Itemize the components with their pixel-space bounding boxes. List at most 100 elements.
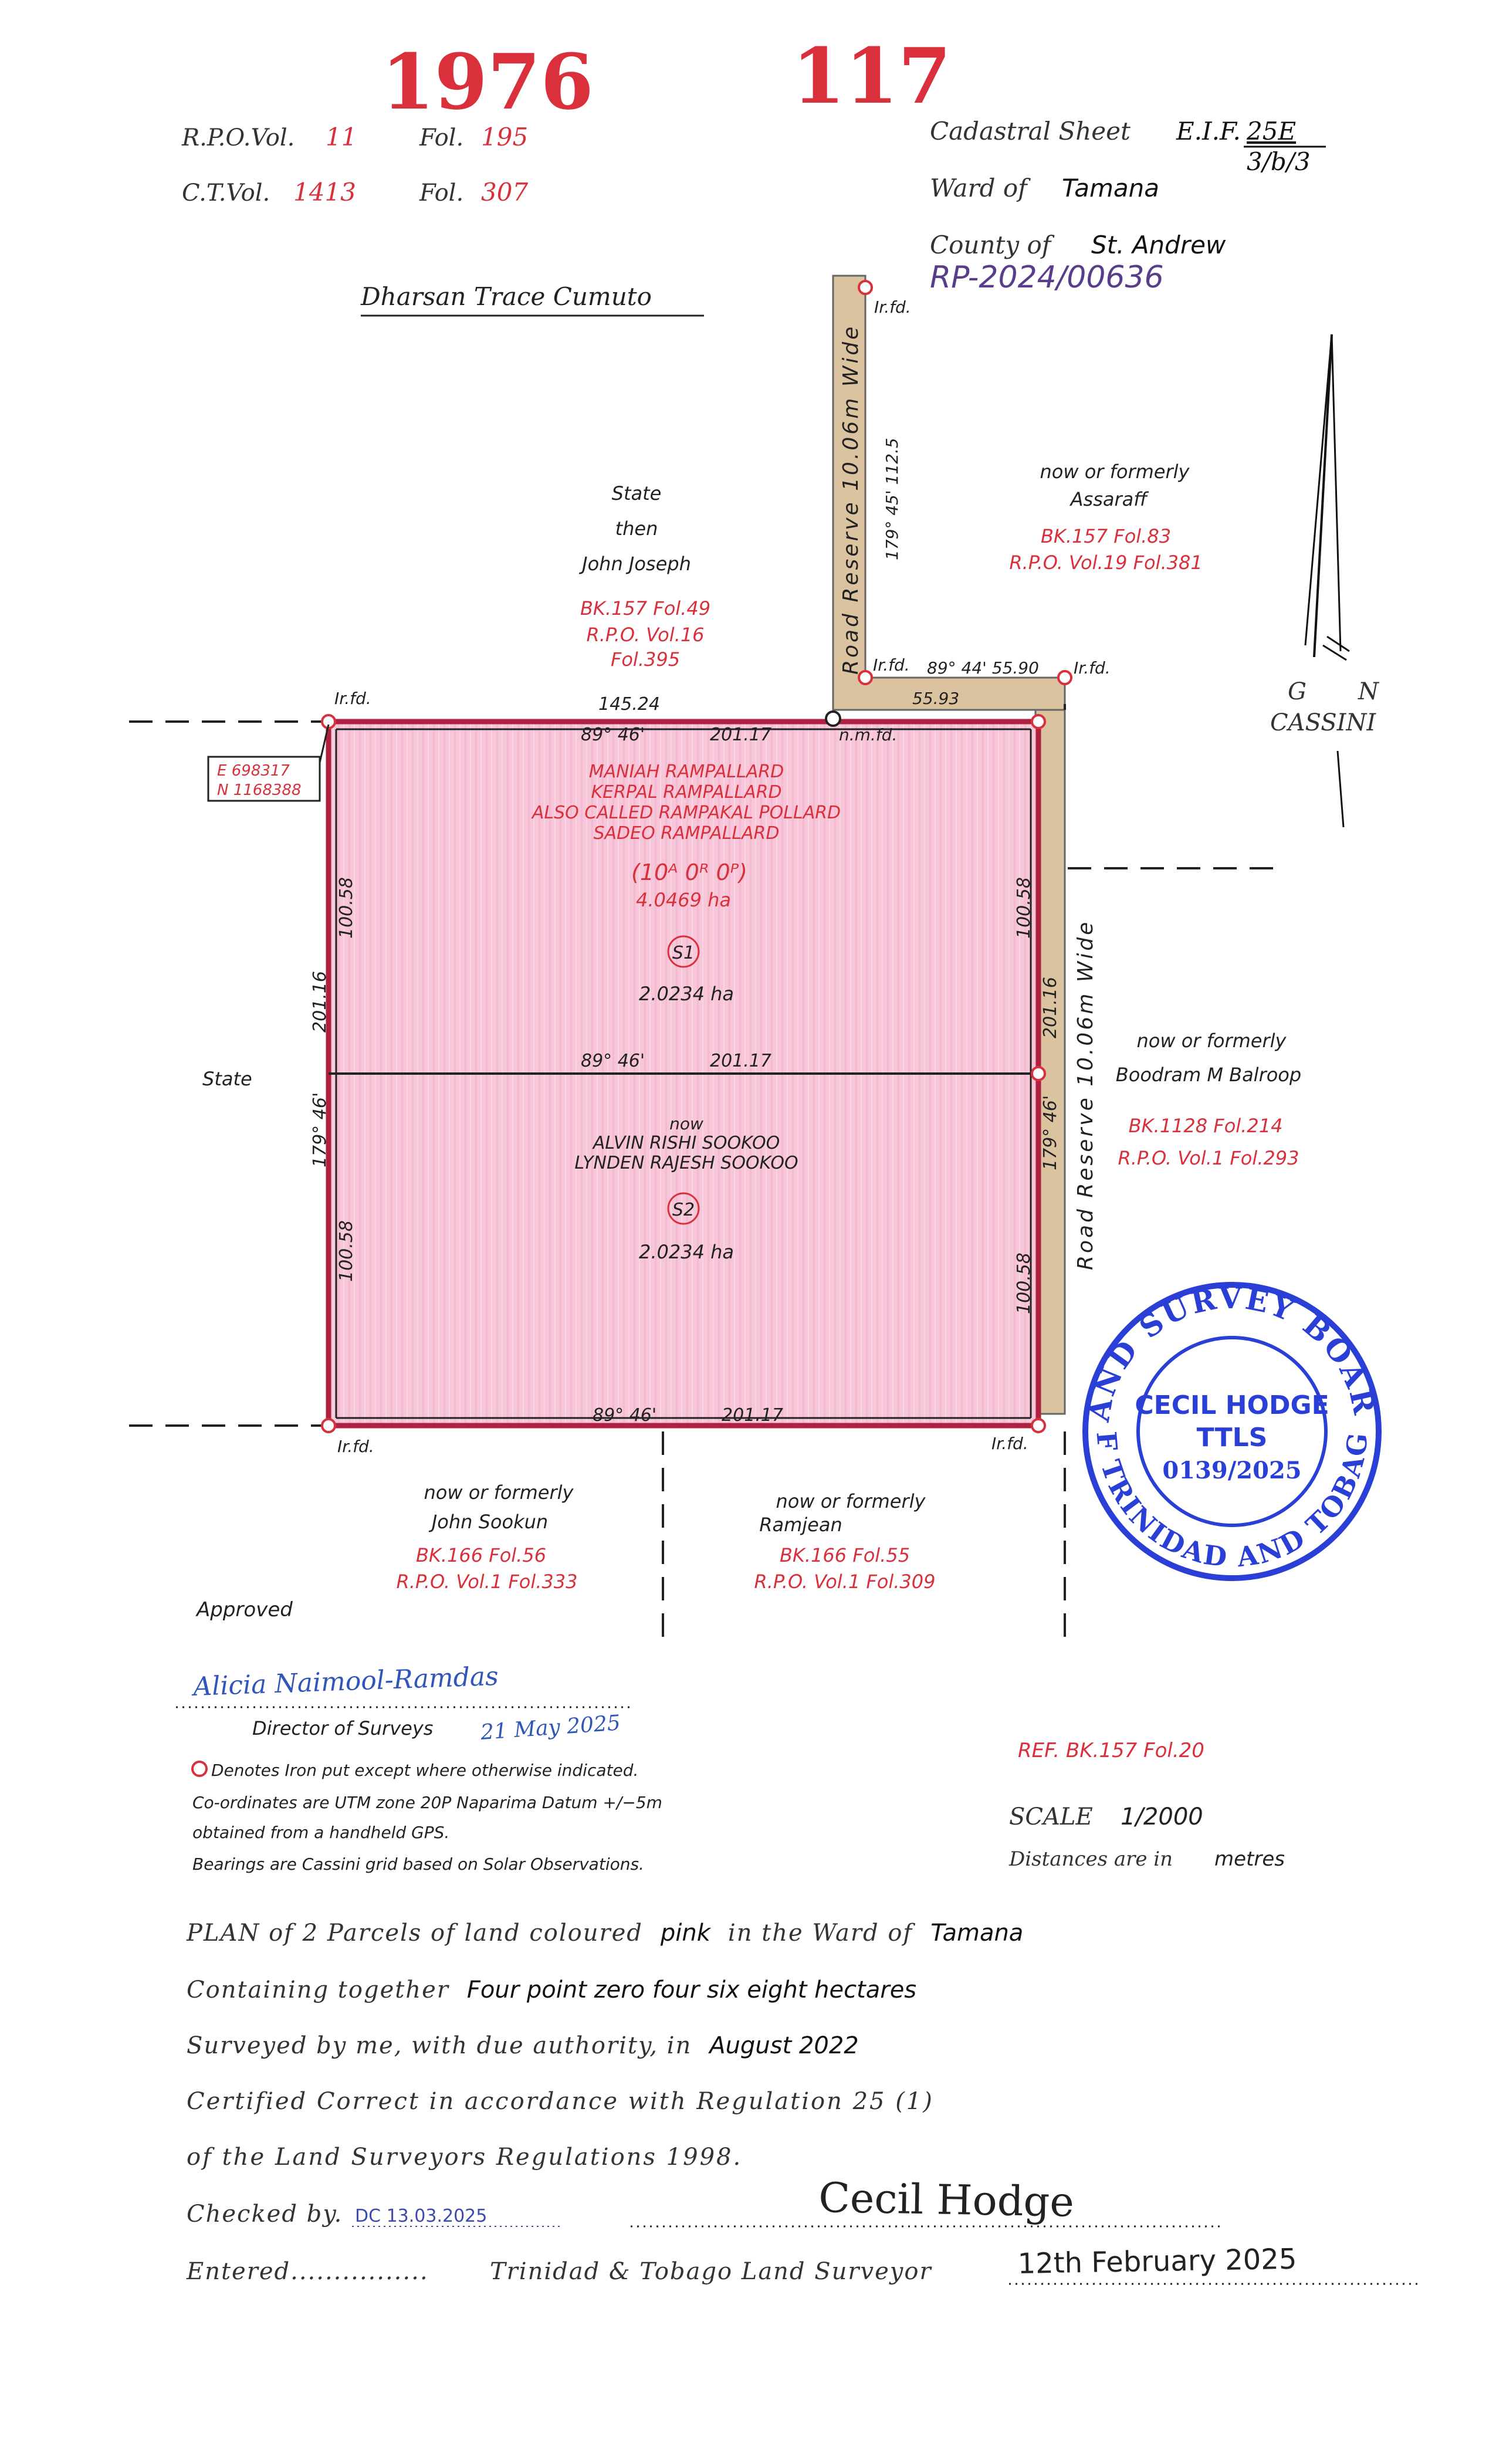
cadastral-ref-top: 25E — [1246, 117, 1296, 145]
iron-legend-icon — [191, 1761, 208, 1777]
owner-line: MANIAH RAMPALLARD — [589, 761, 784, 782]
sheet-number: 117 — [792, 31, 951, 121]
dim-east-upper: 100.58 — [1014, 877, 1034, 939]
e-rpo: R.P.O. Vol.1 Fol.293 — [1118, 1147, 1299, 1169]
nw-bk: BK.157 Fol.49 — [580, 597, 710, 620]
s2-area: 2.0234 ha — [639, 1241, 734, 1263]
director-date: 21 May 2025 — [479, 1711, 621, 1745]
neighbour-west: State — [202, 1068, 252, 1090]
cadastral-label: Cadastral Sheet — [930, 117, 1131, 145]
cert-line-2b: Four point zero four six eight hectares — [467, 1976, 916, 2003]
north-arrow-label: CASSINI — [1270, 709, 1376, 736]
dim-west-upper: 100.58 — [336, 877, 357, 939]
dim-road-length: 55.93 — [912, 689, 959, 708]
marker-sw — [321, 1418, 336, 1433]
surveyor-signature: Cecil Hodge — [818, 2174, 1075, 2226]
adjoining-boundaries — [129, 704, 1273, 1649]
location-title: Dharsan Trace Cumuto — [360, 282, 652, 311]
ct-vol-label: C.T.Vol. — [182, 180, 270, 207]
dim-east-bearing: 179° 46' — [1040, 1095, 1061, 1170]
marker-road-nw — [858, 670, 873, 685]
approved-label: Approved — [195, 1598, 293, 1622]
cert-line-3a: Surveyed by me, with due authority, in — [187, 2032, 692, 2059]
marker-ne — [1031, 714, 1046, 729]
parcel-owners: MANIAH RAMPALLARD KERPAL RAMPALLARD ALSO… — [531, 761, 841, 844]
sw-line1: now or formerly — [424, 1481, 574, 1504]
note-coord-1: Co-ordinates are UTM zone 20P Naparima D… — [192, 1793, 662, 1812]
entered-label: Entered................ — [186, 2258, 429, 2285]
s1-badge — [667, 935, 700, 968]
sw-bk: BK.166 Fol.56 — [416, 1544, 546, 1566]
se-rpo: R.P.O. Vol.1 Fol.309 — [754, 1571, 935, 1593]
coordinate-n: N 1168388 — [217, 781, 302, 799]
dim-mid-bearing: 89° 46' — [581, 1051, 645, 1071]
marker-nm — [825, 710, 841, 727]
cert-line-5: of the Land Surveyors Regulations 1998. — [187, 2144, 742, 2171]
sw-rpo: R.P.O. Vol.1 Fol.333 — [396, 1571, 577, 1593]
marker-label-road-n: Ir.fd. — [874, 297, 911, 317]
county-label: County of — [930, 231, 1055, 259]
se-line2: Ramjean — [759, 1514, 842, 1536]
neighbour-north-west: State then John Joseph BK.157 Fol.49 R.P… — [578, 482, 710, 671]
dim-east-lower: 100.58 — [1014, 1253, 1034, 1314]
note-bearings: Bearings are Cassini grid based on Solar… — [192, 1854, 644, 1874]
surveyor-label: Trinidad & Tobago Land Surveyor — [490, 2258, 932, 2285]
dim-west-bearing: 179° 46' — [310, 1092, 330, 1167]
neighbour-south-west: now or formerly John Sookun BK.166 Fol.5… — [396, 1481, 577, 1593]
director-signature: Alicia Naimool-Ramdas — [191, 1661, 499, 1702]
ne-rpo: R.P.O. Vol.19 Fol.381 — [1009, 551, 1202, 574]
iron-markers — [321, 280, 1072, 1433]
dim-north-bearing: 89° 46' — [581, 725, 645, 745]
dim-east-total: 201.16 — [1040, 977, 1061, 1038]
cert-line-1: PLAN of 2 Parcels of land coloured pink … — [186, 1920, 1023, 1947]
owner-line: ALSO CALLED RAMPAKAL POLLARD — [531, 803, 841, 823]
ct-vol-value: 1413 — [293, 178, 356, 207]
rpo-vol-label: R.P.O.Vol. — [181, 124, 295, 151]
cert-line-1b: pink — [660, 1920, 712, 1947]
coordinate-box — [207, 756, 321, 802]
s1-label: S1 — [672, 943, 695, 963]
ward-label: Ward of — [930, 174, 1031, 202]
coordinate-e: E 698317 — [217, 762, 290, 780]
distances-unit: metres — [1214, 1847, 1285, 1871]
checked-value: DC 13.03.2025 — [355, 2206, 487, 2226]
dim-mid-length: 201.17 — [710, 1051, 771, 1071]
north-road-reserve — [832, 275, 1066, 711]
s1-area: 2.0234 ha — [639, 983, 734, 1005]
marker-label-road-nw: Ir.fd. — [873, 655, 910, 675]
plan-number: 1976 — [381, 37, 594, 127]
distances-label: Distances are in — [1008, 1847, 1173, 1871]
cert-line-2a: Containing together — [187, 1976, 450, 2003]
stamp-number: 0139/2025 — [1162, 1457, 1301, 1484]
cert-line-2: Containing together Four point zero four… — [187, 1976, 916, 2003]
stamp-name: CECIL HODGE — [1135, 1390, 1329, 1420]
stamp-title: TTLS — [1197, 1423, 1268, 1453]
director-label: Director of Surveys — [252, 1717, 433, 1739]
neighbour-north-east: now or formerly Assaraff BK.157 Fol.83 R… — [1009, 461, 1202, 574]
ward-value: Tamana — [1062, 174, 1159, 202]
marker-label-road-ne: Ir.fd. — [1074, 658, 1111, 678]
neighbour-east: now or formerly Boodram M Balroop BK.112… — [1116, 1030, 1301, 1169]
s2-label: S2 — [672, 1200, 695, 1220]
cert-line-4: Certified Correct in accordance with Reg… — [187, 2088, 934, 2115]
cadastral-value: E.I.F. — [1176, 117, 1241, 145]
cadastral-ref-bottom: 3/b/3 — [1247, 147, 1311, 176]
dim-south-bearing: 89° 46' — [593, 1405, 656, 1426]
nw-line3: John Joseph — [578, 553, 691, 575]
owner-line: SADEO RAMPALLARD — [593, 823, 779, 844]
north-arrow-n: N — [1358, 678, 1380, 705]
cert-line-3b: August 2022 — [708, 2032, 859, 2059]
marker-label-nw: Ir.fd. — [334, 689, 371, 708]
cert-line-1d: Tamana — [930, 1920, 1023, 1947]
north-arrow — [1304, 334, 1350, 828]
owner-line: KERPAL RAMPALLARD — [591, 782, 781, 803]
e-line2: Boodram M Balroop — [1116, 1064, 1301, 1086]
north-road-label: Road Reserve 10.06m Wide — [839, 324, 863, 675]
s2-owner-line: LYNDEN RAJESH SOOKOO — [574, 1153, 798, 1173]
rpo-fol-label: Fol. — [419, 124, 463, 151]
e-line1: now or formerly — [1137, 1030, 1287, 1052]
dim-north-length: 201.17 — [710, 725, 771, 745]
marker-road-n — [858, 280, 873, 295]
dim-west-lower: 100.58 — [336, 1220, 357, 1282]
